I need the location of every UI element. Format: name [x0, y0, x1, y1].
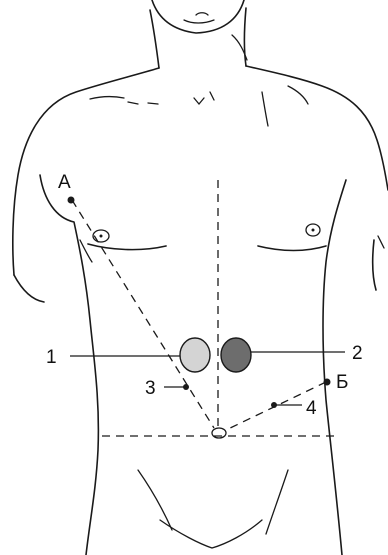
- label-marker-1: 1: [46, 347, 57, 368]
- chest-outline: [80, 240, 326, 262]
- marker-2-circle: [221, 338, 251, 372]
- nipple-right-icon: [306, 224, 320, 236]
- pelvis-outline: [138, 470, 288, 548]
- chin-outline: [152, 0, 244, 33]
- point-a-dot: [68, 197, 75, 204]
- label-point-a: А: [58, 172, 71, 193]
- shoulders-outline: [13, 66, 388, 275]
- label-marker-4: 4: [306, 398, 317, 419]
- label-point-b: Б: [336, 372, 348, 393]
- point-b-dot: [324, 379, 331, 386]
- label-marker-3: 3: [145, 378, 156, 399]
- label-marker-2: 2: [352, 343, 363, 364]
- nipple-left-icon: [93, 230, 109, 242]
- marker-1-circle: [180, 338, 210, 372]
- neck-outline: [150, 8, 247, 68]
